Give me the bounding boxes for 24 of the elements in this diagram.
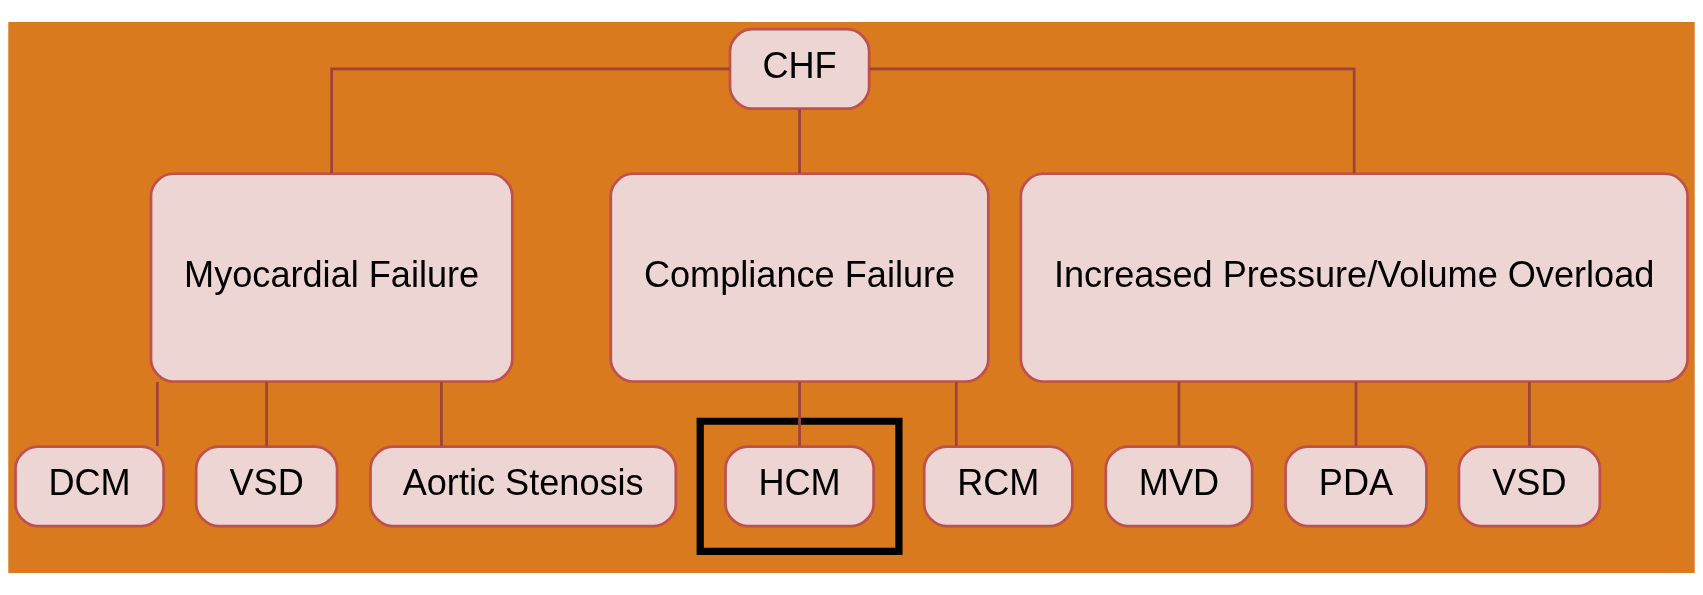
node-box: VSD xyxy=(1457,445,1602,528)
node-box: MVD xyxy=(1104,445,1254,528)
node-box: Myocardial Failure xyxy=(149,172,514,383)
connector xyxy=(954,381,958,447)
connector xyxy=(798,109,801,174)
node-box: VSD xyxy=(194,445,339,528)
node-box: CHF xyxy=(728,27,871,111)
node-box: Increased Pressure/Volume Overload xyxy=(1019,172,1689,383)
connector xyxy=(798,381,801,447)
node-box: RCM xyxy=(922,445,1074,528)
connector xyxy=(330,67,730,174)
connector xyxy=(155,381,159,447)
node-box: Compliance Failure xyxy=(609,172,990,383)
node-box: Aortic Stenosis xyxy=(369,445,678,528)
cluster xyxy=(696,417,903,555)
connector xyxy=(869,67,1356,174)
node-box: HCM xyxy=(724,445,875,528)
connector xyxy=(265,381,268,447)
node-box: DCM xyxy=(14,445,165,528)
connector xyxy=(1177,381,1181,447)
node-box: PDA xyxy=(1284,445,1428,528)
connector xyxy=(1528,381,1531,447)
connector xyxy=(440,381,443,447)
connector xyxy=(1354,381,1358,447)
